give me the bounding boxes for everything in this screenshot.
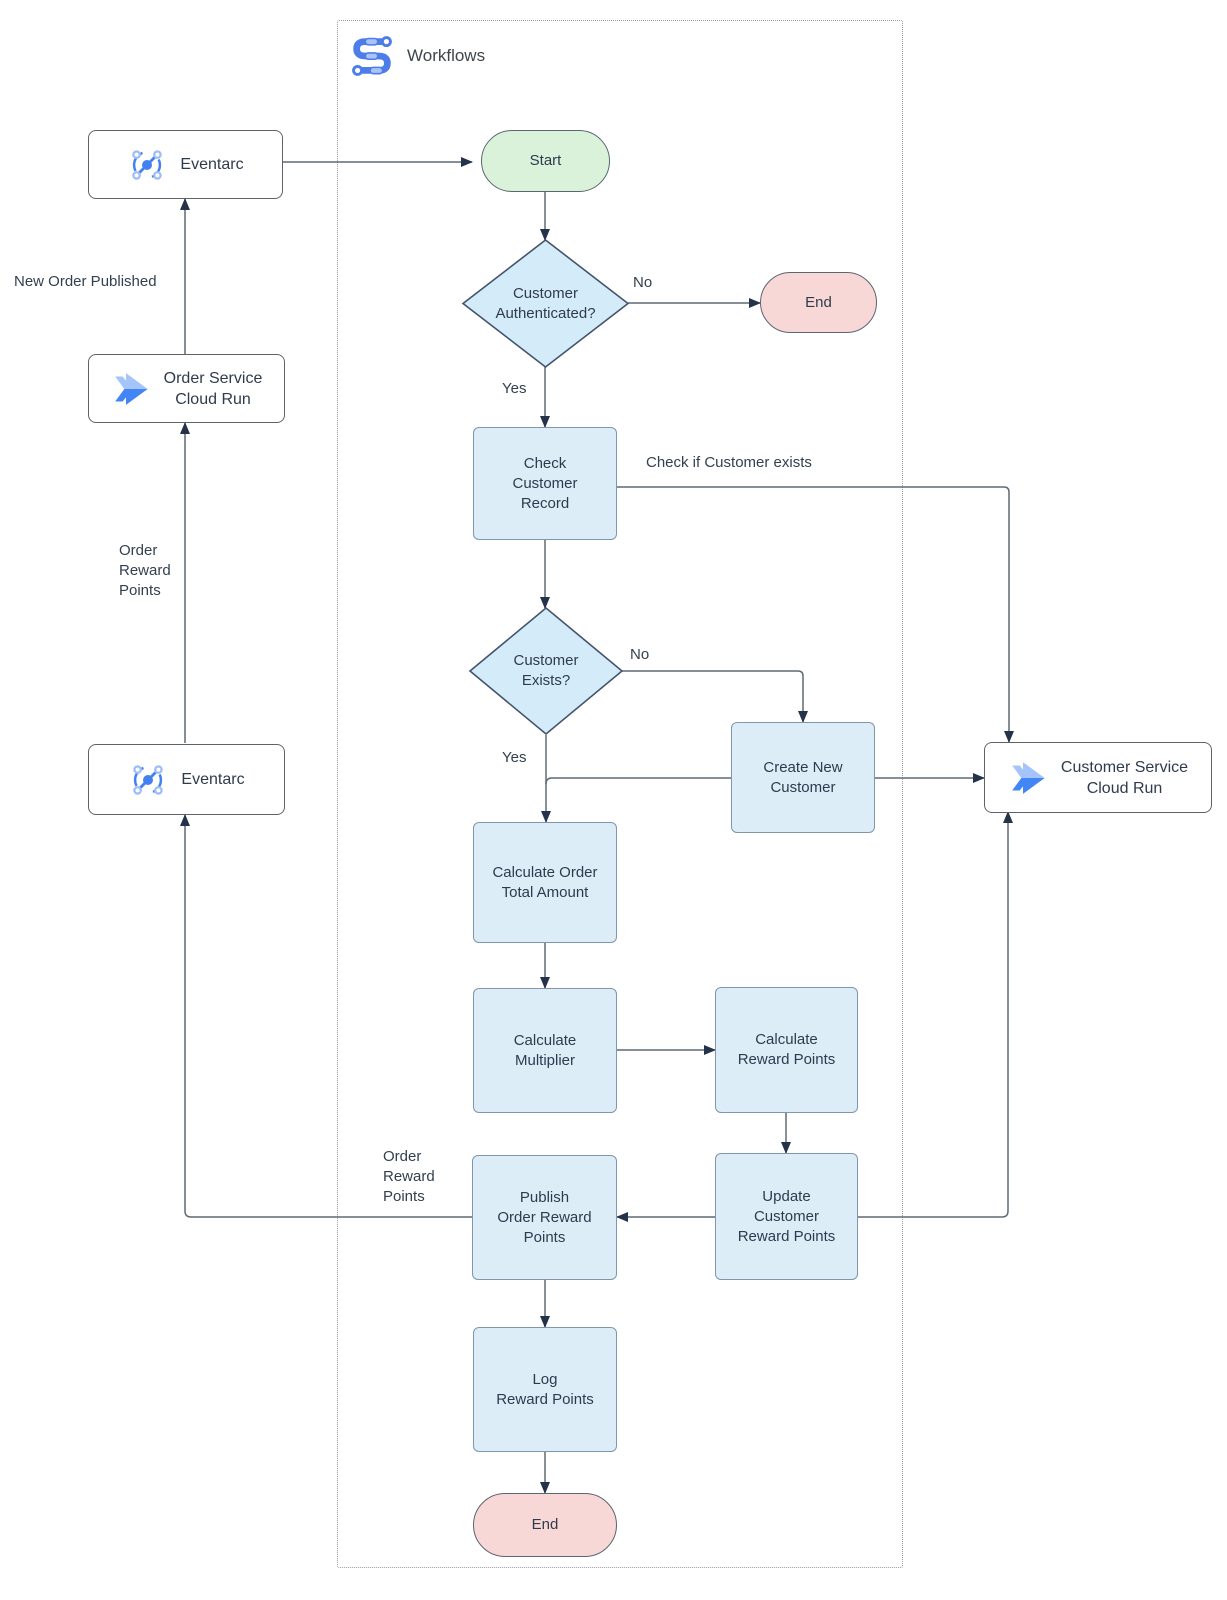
node-eventarc-top: Eventarc: [88, 130, 283, 199]
workflows-container-frame: [337, 20, 903, 1568]
node-update-customer-reward-points: Update Customer Reward Points: [715, 1153, 858, 1280]
decision-shape: [461, 238, 630, 369]
workflows-icon: [352, 36, 392, 76]
node-label: Update Customer Reward Points: [737, 1187, 836, 1245]
node-customer-service-cloud-run: Customer Service Cloud Run: [984, 742, 1212, 813]
node-label: Eventarc: [181, 771, 245, 788]
edge-label-new-order-published: New Order Published: [14, 273, 157, 290]
decision-shape: [468, 606, 624, 736]
edge-check-to-customer-service: [617, 486, 1014, 743]
node-order-service-cloud-run: Order Service Cloud Run: [88, 354, 285, 423]
edge-label-check-if-customer-exists: Check if Customer exists: [646, 454, 812, 471]
eventarc-icon: [133, 764, 164, 795]
edge-create-merge: [545, 777, 731, 785]
node-label: Customer Exists?: [513, 652, 579, 689]
edge-label-no-authenticated: No: [633, 274, 653, 291]
node-publish-order-reward-points: Publish Order Reward Points: [472, 1155, 617, 1280]
edge-update-to-customer-service: [858, 811, 1013, 1218]
cloud-run-icon: [114, 372, 148, 405]
node-label: End: [805, 293, 832, 311]
node-label: Calculate Reward Points: [737, 1031, 836, 1068]
node-customer-exists: Customer Exists?: [468, 606, 624, 736]
edge-exists-no-to-create: [622, 670, 808, 723]
node-label: Eventarc: [180, 156, 244, 173]
node-calculate-reward-points: Calculate Reward Points: [715, 987, 858, 1113]
node-create-new-customer: Create New Customer: [731, 722, 875, 833]
edge-label-no-exists: No: [630, 646, 650, 663]
node-eventarc-bottom: Eventarc: [88, 744, 285, 815]
node-customer-authenticated: Customer Authenticated?: [461, 238, 630, 369]
edge-label-order-reward-points-left: Order Reward Points: [119, 542, 171, 599]
edge-label-yes-exists: Yes: [502, 749, 527, 766]
node-label: Order Service Cloud Run: [163, 369, 263, 408]
node-label: Customer Service Cloud Run: [1060, 758, 1189, 797]
diagram-title: Workflows: [407, 46, 486, 65]
node-label: Check Customer Record: [512, 454, 578, 512]
edge-publish-to-eventarc: [180, 814, 472, 1218]
node-calculate-order-total-amount: Calculate Order Total Amount: [473, 822, 617, 943]
node-label: Start: [529, 152, 562, 169]
node-check-customer-record: Check Customer Record: [473, 427, 617, 540]
node-log-reward-points: Log Reward Points: [473, 1327, 617, 1452]
node-label: Publish Order Reward Points: [497, 1188, 592, 1246]
node-label: End: [531, 1516, 559, 1533]
node-label: Calculate Multiplier: [513, 1031, 577, 1069]
workflows-header: Workflows: [347, 31, 485, 81]
node-calculate-multiplier: Calculate Multiplier: [473, 988, 617, 1113]
node-label: Customer Authenticated?: [495, 284, 596, 322]
node-label: Log Reward Points: [496, 1370, 594, 1408]
edge-label-order-reward-points-mid: Order Reward Points: [383, 1148, 435, 1205]
eventarc-icon: [132, 149, 163, 180]
edge-label-yes-authenticated: Yes: [502, 380, 527, 397]
node-end-bottom: End: [473, 1493, 617, 1557]
node-label: Create New Customer: [763, 758, 843, 796]
node-label: Calculate Order Total Amount: [492, 863, 598, 901]
node-start: Start: [481, 130, 610, 192]
node-end-top: End: [760, 272, 877, 333]
cloud-run-icon: [1012, 761, 1045, 794]
